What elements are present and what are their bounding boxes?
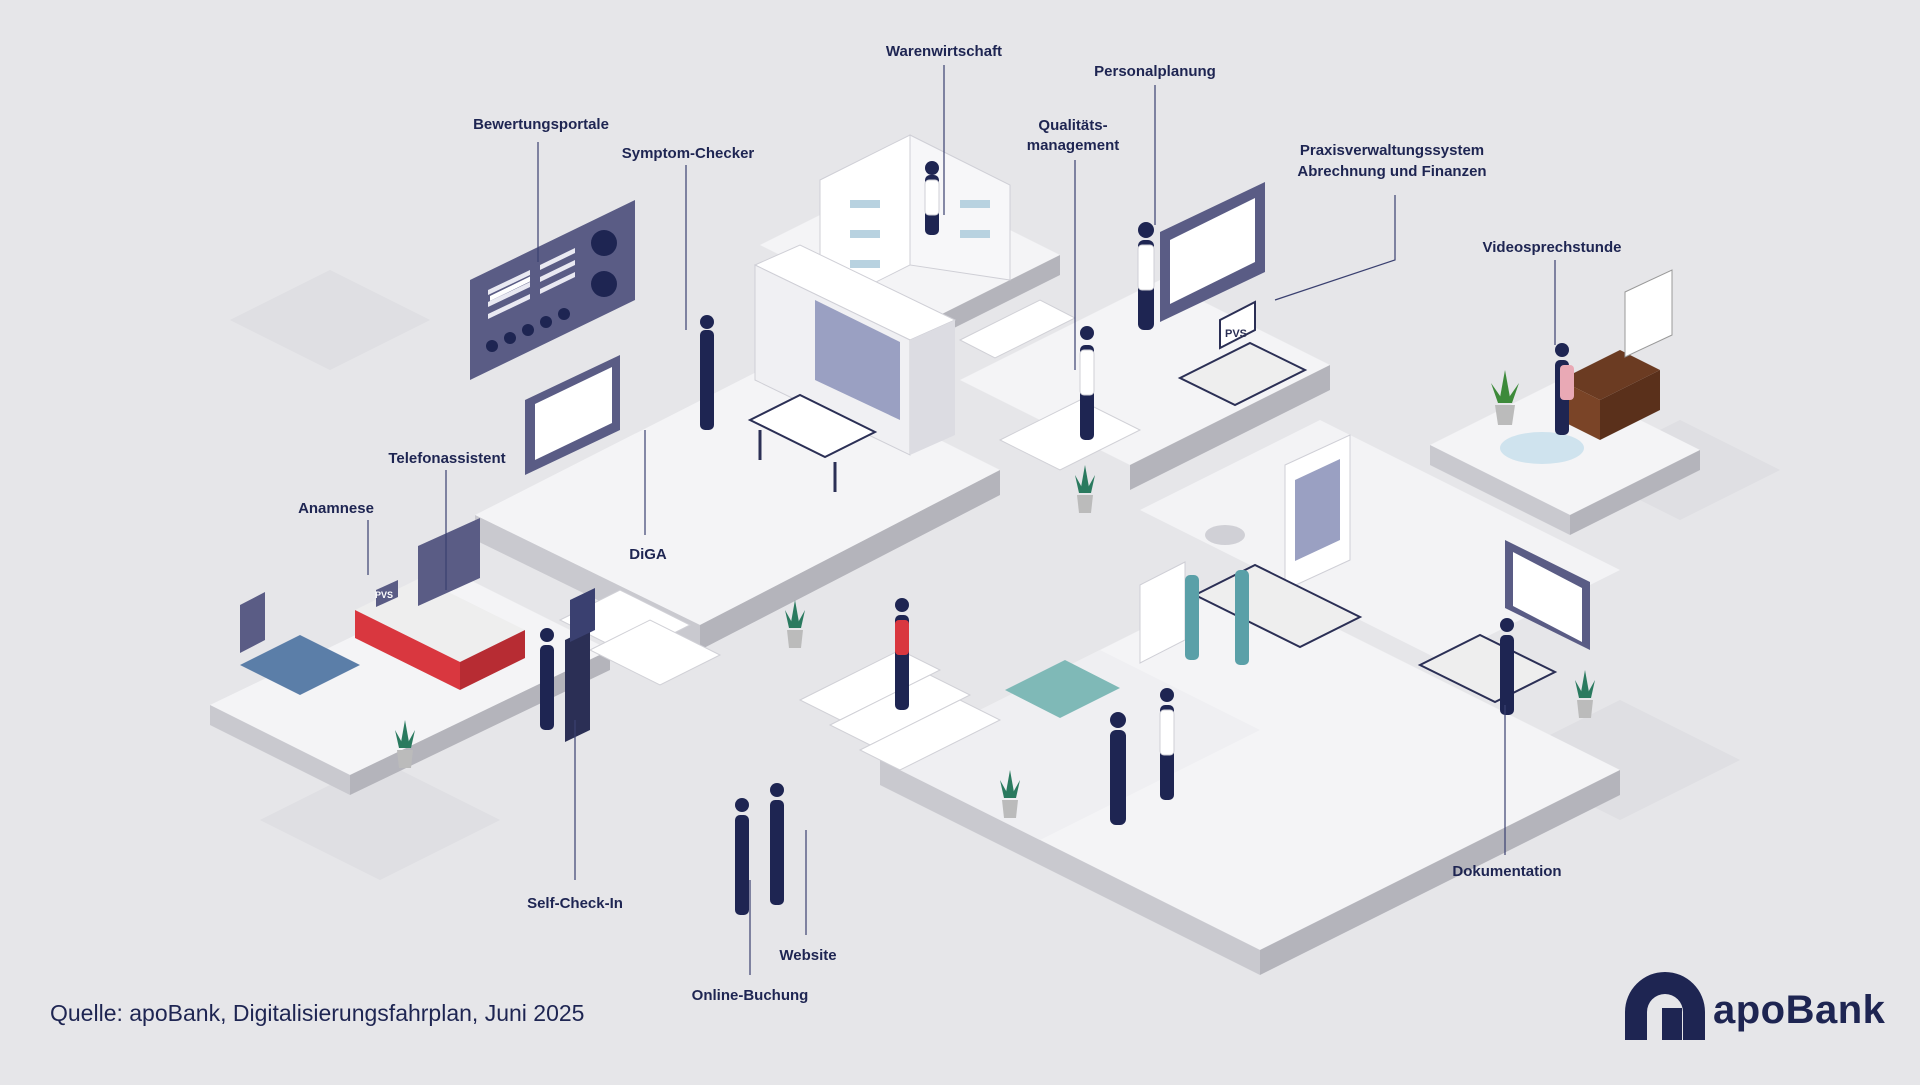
waiting-seats [240,592,360,695]
label-qualitaet-2: management [1027,137,1120,154]
label-personalplanung: Personalplanung [1094,63,1216,80]
rating-panel [470,200,635,380]
documentation-panel [1417,540,1590,704]
label-telefonassistent: Telefonassistent [388,450,505,467]
plants [395,370,1595,818]
label-pvs-1: Praxisverwaltungssystem [1300,142,1484,159]
leader-lines [367,65,1556,975]
pvs-desk: PVS [1160,182,1308,407]
label-bewertungsportale: Bewertungsportale [473,116,609,133]
waiting-chairs [1005,660,1120,718]
label-warenwirtschaft: Warenwirtschaft [886,43,1002,60]
cabinet [753,244,957,456]
labels: Warenwirtschaft Personalplanung Bewertun… [298,43,1621,1004]
label-diga: DiGA [629,546,667,563]
people [540,161,1574,915]
label-symptom-checker: Symptom-Checker [622,145,755,162]
source-note: Quelle: apoBank, Digitalisierungsfahrpla… [50,1000,585,1026]
star-rating-icon [486,308,570,352]
exam-couch [747,393,878,492]
label-videosprechstunde: Videosprechstunde [1483,239,1622,256]
apobank-logo-icon [1625,972,1705,1040]
self-checkin-kiosk [565,588,595,742]
label-website: Website [779,947,836,964]
label-dokumentation: Dokumentation [1452,863,1561,880]
medical-panel [525,355,620,475]
pvs-reception-screen-label: PVS [375,590,393,600]
label-anamnese: Anamnese [298,500,374,517]
label-pvs-2: Abrechnung und Finanzen [1297,163,1486,180]
reception-desk [355,518,525,690]
brand-name: apoBank [1713,988,1886,1032]
frown-icon [591,271,617,297]
label-online-buchung: Online-Buchung [692,987,809,1004]
label-qualitaet-1: Qualitäts- [1038,117,1107,134]
pvs-desk-screen-label: PVS [1225,328,1247,340]
label-self-checkin: Self-Check-In [527,895,623,912]
smile-icon [591,230,617,256]
